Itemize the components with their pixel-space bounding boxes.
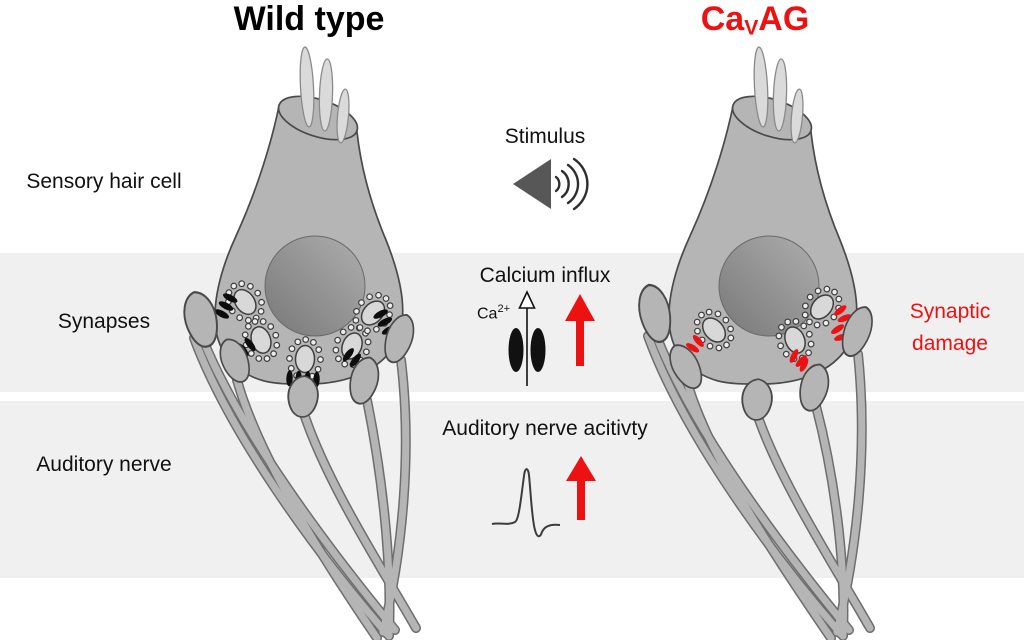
cavag-hair-cell-illustration: [633, 45, 880, 640]
row-label-auditory-nerve: Auditory nerve: [36, 453, 172, 476]
row-label-synapses: Synapses: [57, 310, 151, 333]
calcium-ion-label: Ca2+: [477, 303, 510, 323]
wild-type-hair-cell-illustration: [177, 45, 421, 640]
row-label-sensory-hair-cell: Sensory hair cell: [26, 170, 182, 193]
auditory-nerve-fibers: [189, 333, 421, 640]
synaptic-damage-line2: damage: [912, 332, 988, 355]
synaptic-damage-line1: Synaptic: [909, 300, 991, 323]
action-potential-icon: [491, 468, 561, 538]
speaker-icon: [513, 157, 589, 211]
stimulus-label: Stimulus: [504, 125, 586, 148]
auditory-nerve-fibers: [643, 331, 875, 640]
calcium-influx-label: Calcium influx: [479, 264, 611, 287]
calcium-channel-icon: [508, 290, 546, 386]
synaptic-damage-label: Synaptic damage: [860, 296, 1024, 360]
title-cavag-base: Ca: [700, 0, 745, 38]
title-cavag-subscript: V: [744, 16, 759, 40]
up-arrow-icon: [565, 294, 595, 366]
up-arrow-icon: [566, 456, 596, 520]
ca-ion-base: Ca: [477, 305, 498, 323]
title-cavag: CaVAG: [674, 0, 836, 41]
title-wild-type: Wild type: [233, 0, 385, 38]
ca-ion-charge: 2+: [497, 303, 510, 315]
title-cavag-suffix: AG: [758, 0, 810, 38]
nerve-activity-label: Auditory nerve acitivty: [442, 417, 648, 440]
